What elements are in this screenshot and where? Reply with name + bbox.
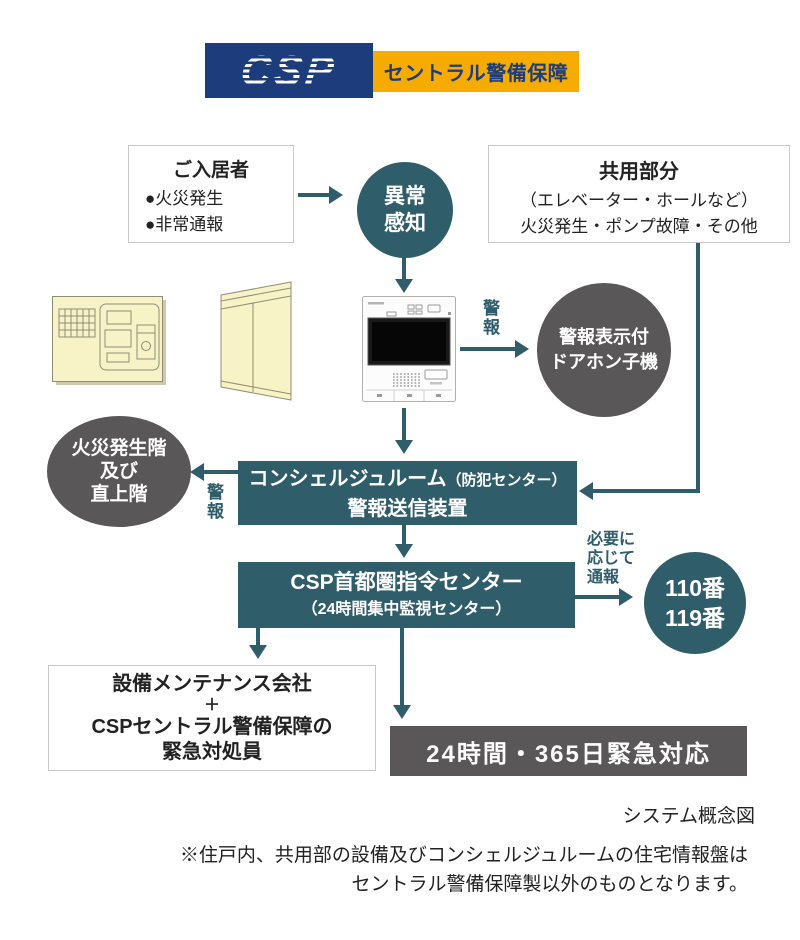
notify-label: 必要に 応じて 通報	[587, 530, 635, 587]
notify-line2: 応じて	[587, 550, 636, 567]
doorphone-circle: 警報表示付 ドアホン子機	[537, 283, 671, 417]
plus-sign: ＋	[203, 696, 220, 714]
response-box: 24時間・365日緊急対応	[390, 726, 747, 776]
common-area-line2: 火災発生・ポンプ故障・その他	[520, 217, 758, 236]
resident-item-fire: ●火災発生	[145, 189, 224, 208]
resident-title: ご入居者	[172, 160, 249, 181]
command-line1: CSP首都圏指令センター	[290, 571, 523, 594]
maintenance-line3: CSPセントラル警備保障の	[91, 715, 333, 738]
arrow-command-to-emergency	[572, 595, 620, 599]
common-area-box: 共用部分 （エレベーター・ホールなど） 火災発生・ポンプ故障・その他	[488, 145, 790, 243]
arrowhead-intercom-to-doorphone	[515, 340, 529, 358]
arrowhead-concierge-to-command	[395, 544, 413, 558]
footnote-line2: セントラル警備保障製以外のものとなります。	[351, 874, 748, 895]
csp-logo-text: CSP	[238, 46, 340, 94]
fire-floors-line2: 及び	[99, 461, 138, 482]
command-center-box: CSP首都圏指令センター （24時間集中監視センター）	[238, 562, 575, 628]
notify-line1: 必要に	[587, 531, 636, 548]
resident-box: ご入居者 ●火災発生 ●非常通報	[128, 145, 294, 243]
footnote-line1: ※住戸内、共用部の設備及びコンシェルジュルームの住宅情報盤は	[179, 845, 748, 866]
common-area-line1: （エレベーター・ホールなど）	[520, 191, 758, 210]
fire-floors-ellipse: 火災発生階 及び 直上階	[47, 416, 191, 527]
arrow-command-to-response	[400, 628, 404, 706]
diagram-caption: システム概念図	[622, 806, 755, 827]
detect-line1: 異常	[384, 185, 426, 208]
arrow-intercom-to-concierge	[402, 408, 406, 440]
arrowhead-intercom-to-concierge	[395, 440, 413, 454]
line-common-left	[592, 489, 700, 493]
fire-floors-line1: 火災発生階	[71, 438, 167, 459]
abnormality-detect-circle: 異常 感知	[357, 162, 453, 258]
arrow-detect-to-intercom	[402, 255, 406, 280]
arrow-concierge-to-floors	[203, 470, 238, 474]
arrow-intercom-to-doorphone	[460, 347, 516, 351]
resident-item-emergency: ●非常通報	[145, 215, 224, 234]
concierge-sub: （防犯センター）	[446, 472, 567, 489]
security-panel-icon	[52, 296, 166, 385]
fire-floors-line3: 直上階	[90, 484, 148, 505]
arrowhead-detect-to-intercom	[395, 279, 413, 293]
arrow-concierge-to-command	[402, 525, 406, 545]
notify-line3: 通報	[587, 569, 620, 586]
arrow-resident-to-detect	[298, 193, 330, 197]
emergency-line2: 119番	[664, 605, 726, 631]
alarm-label-doorphone: 警報	[480, 299, 499, 337]
company-name-banner: セントラル警備保障	[373, 51, 579, 92]
command-line2: （24時間集中監視センター）	[301, 601, 512, 618]
arrowhead-common-to-concierge	[579, 482, 593, 500]
alarm-label-floors: 警報	[204, 483, 223, 521]
doorphone-line1: 警報表示付	[559, 327, 649, 347]
common-area-title: 共用部分	[599, 161, 679, 183]
line-common-down	[696, 243, 700, 493]
arrowhead-command-to-emergency	[619, 588, 633, 606]
detect-line2: 感知	[384, 212, 426, 235]
company-name-text: セントラル警備保障	[383, 63, 569, 85]
footnote: ※住戸内、共用部の設備及びコンシェルジュルームの住宅情報盤は セントラル警備保障…	[0, 841, 748, 899]
arrowhead-command-to-maintenance	[249, 645, 267, 659]
arrowhead-command-to-response	[393, 705, 411, 719]
arrowhead-concierge-to-floors	[190, 463, 204, 481]
arrow-command-to-maintenance	[256, 628, 260, 646]
concierge-line2: 警報送信装置	[347, 498, 468, 520]
maintenance-line1: 設備メンテナンス会社	[112, 672, 312, 695]
doorphone-line2: ドアホン子機	[550, 352, 658, 372]
maintenance-box: 設備メンテナンス会社 ＋ CSPセントラル警備保障の 緊急対処員	[48, 665, 376, 771]
intercom-monitor-icon	[362, 296, 456, 402]
concierge-box: コンシェルジュルーム（防犯センター） 警報送信装置	[238, 461, 577, 525]
arrowhead-resident-to-detect	[329, 186, 343, 204]
concierge-main: コンシェルジュルーム	[248, 468, 447, 490]
maintenance-line4: 緊急対処員	[162, 740, 262, 763]
emergency-line1: 110番	[664, 575, 726, 601]
entrance-panel-icon	[220, 281, 292, 401]
emergency-numbers-circle: 110番 119番	[644, 552, 746, 654]
csp-logo: CSP	[205, 43, 373, 98]
